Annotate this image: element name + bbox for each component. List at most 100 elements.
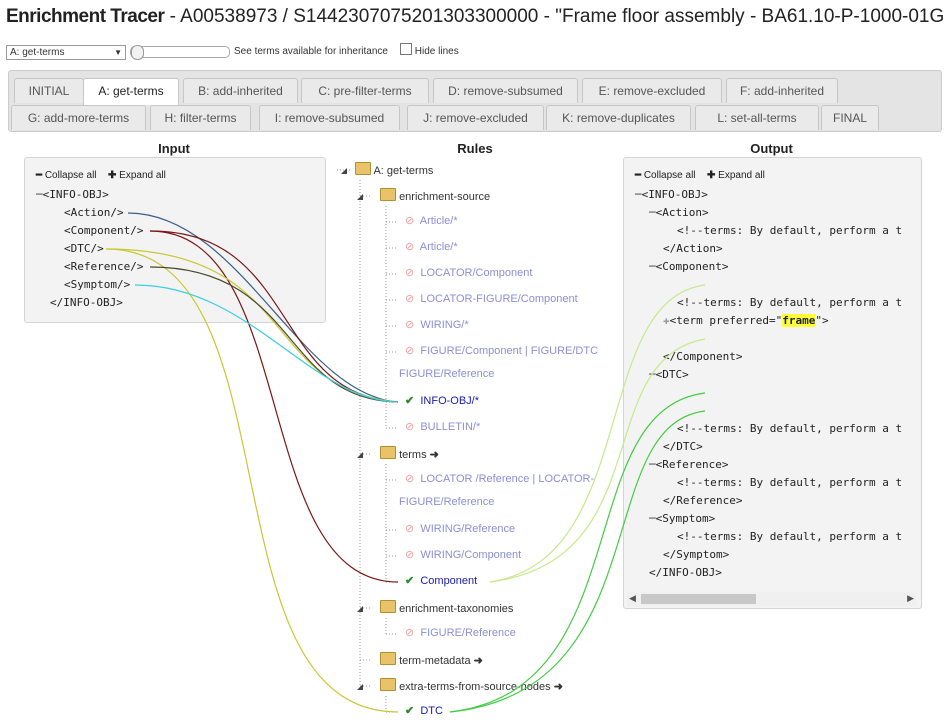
folder-icon (380, 678, 396, 691)
tab-pre-filter-terms[interactable]: C: pre-filter-terms (301, 78, 429, 103)
tab-add-more-terms[interactable]: G: add-more-terms (11, 105, 146, 130)
input-node-component[interactable]: <Component/> (64, 224, 144, 237)
tab-set-all-terms[interactable]: L: set-all-terms (695, 105, 819, 130)
input-expand-all[interactable]: ✚ Expand all (108, 170, 166, 181)
rule-item[interactable]: ⊘ Article/* (405, 240, 458, 253)
tab-remove-excluded-e[interactable]: E: remove-excluded (582, 78, 722, 103)
step-select[interactable]: A: get-terms▼ (6, 45, 126, 60)
node-text: <Action> (655, 206, 709, 219)
rule-label: INFO-OBJ/* (420, 395, 480, 407)
no-entry-icon: ⊘ (405, 241, 415, 253)
rule-label: Article/* (419, 215, 458, 227)
no-entry-icon: ⊘ (405, 267, 415, 279)
arrow-right-icon: ➜ (473, 655, 483, 667)
rule-label-continued[interactable]: FIGURE/Reference (399, 368, 495, 380)
arrow-right-icon: ➜ (429, 449, 439, 461)
page-title: Enrichment Tracer - A00538973 / S1442307… (6, 6, 944, 28)
document-subtitle: - A00538973 / S1442307075201303300000 - … (164, 6, 944, 27)
rule-item[interactable]: ⊘ LOCATOR /Reference | LOCATOR- (405, 472, 594, 485)
collapse-toggle-icon[interactable]: ━ (649, 206, 656, 219)
rule-item-applied[interactable]: ✔ DTC (405, 704, 443, 717)
tab-add-inherited-f[interactable]: F: add-inherited (726, 78, 838, 103)
tab-remove-excluded-j[interactable]: J: remove-excluded (407, 105, 544, 130)
no-entry-icon: ⊘ (405, 319, 415, 331)
output-collapse-all[interactable]: ━ Collapse all (635, 170, 696, 181)
rule-item[interactable]: ⊘ WIRING/Component (405, 548, 521, 561)
rules-group-enrichment-source[interactable]: enrichment-source (380, 188, 490, 203)
hide-lines-checkbox[interactable] (400, 43, 412, 55)
arrow-right-icon: ➜ (553, 681, 563, 693)
rule-item-applied[interactable]: ✔ Component (405, 574, 477, 587)
tab-filter-terms[interactable]: H: filter-terms (150, 105, 251, 130)
minus-icon: ━ (36, 170, 43, 181)
folder-icon (380, 446, 396, 459)
rule-item[interactable]: ⊘ LOCATOR-FIGURE/Component (405, 292, 578, 305)
expand-all-label: Expand all (119, 170, 166, 181)
rule-label: LOCATOR-FIGURE/Component (420, 293, 578, 305)
rules-group-extra-terms[interactable]: extra-terms-from-source-nodes ➜ (380, 678, 563, 693)
no-entry-icon: ⊘ (405, 421, 415, 433)
hide-lines-label: Hide lines (414, 46, 459, 57)
tab-final[interactable]: FINAL (821, 105, 879, 130)
output-expand-all[interactable]: ✚ Expand all (707, 170, 765, 181)
output-node-info-obj[interactable]: ━<INFO-OBJ> (635, 188, 708, 201)
rules-group-terms[interactable]: terms ➜ (380, 446, 439, 461)
no-entry-icon: ⊘ (405, 627, 415, 639)
folder-icon (380, 188, 396, 201)
rule-label: FIGURE/Component | FIGURE/DTC (420, 345, 599, 357)
input-node-info-obj[interactable]: ━<INFO-OBJ> (36, 188, 109, 201)
rule-item[interactable]: ⊘ FIGURE/Component | FIGURE/DTC (405, 344, 598, 357)
input-node-dtc[interactable]: <DTC/> (64, 242, 104, 255)
no-entry-icon: ⊘ (405, 473, 415, 485)
collapse-toggle-icon[interactable]: ━ (36, 188, 43, 201)
tab-remove-subsumed-i[interactable]: I: remove-subsumed (259, 105, 400, 130)
input-node-info-obj-close[interactable]: </INFO-OBJ> (50, 296, 123, 309)
step-tabs: INITIAL A: get-terms B: add-inherited C:… (8, 70, 942, 132)
rules-group-enrichment-taxonomies[interactable]: enrichment-taxonomies (380, 600, 513, 615)
rules-root-label: A: get-terms (373, 165, 434, 177)
group-label: enrichment-taxonomies (399, 603, 514, 615)
rule-item[interactable]: ⊘ WIRING/Reference (405, 522, 515, 535)
slider-handle[interactable] (131, 45, 144, 60)
rule-item[interactable]: ⊘ BULLETIN/* (405, 420, 480, 433)
tab-get-terms[interactable]: A: get-terms (83, 78, 179, 105)
app-name: Enrichment Tracer (6, 6, 165, 27)
output-comment: <!--terms: By default, perform a t (677, 224, 903, 237)
step-slider[interactable] (130, 45, 230, 60)
collapse-all-label: Collapse all (44, 170, 97, 181)
rules-root[interactable]: A: get-terms (355, 162, 433, 177)
rule-item[interactable]: ⊘ Article/* (405, 214, 458, 227)
output-node-action[interactable]: ━<Action> (649, 206, 709, 219)
tab-remove-subsumed-d[interactable]: D: remove-subsumed (433, 78, 578, 103)
no-entry-icon: ⊘ (405, 293, 415, 305)
rule-label-continued[interactable]: FIGURE/Reference (399, 496, 495, 508)
checkmark-icon: ✔ (405, 705, 415, 717)
output-node-component[interactable]: ━<Component> (649, 260, 728, 273)
input-collapse-all[interactable]: ━ Collapse all (36, 170, 97, 181)
tab-remove-duplicates[interactable]: K: remove-duplicates (546, 105, 691, 130)
plus-icon: ✚ (108, 170, 117, 181)
rule-item[interactable]: ⊘ LOCATOR/Component (405, 266, 532, 279)
collapse-toggle-icon[interactable]: ━ (635, 188, 642, 201)
scroll-right-icon[interactable]: ▶ (907, 593, 914, 603)
rule-item-applied[interactable]: ✔ INFO-OBJ/* (405, 394, 479, 407)
input-node-action[interactable]: <Action/> (64, 206, 124, 219)
input-heading: Input (158, 141, 190, 156)
folder-icon (380, 652, 396, 665)
rule-label: LOCATOR/Component (420, 267, 533, 279)
rule-item[interactable]: ⊘ FIGURE/Reference (405, 626, 516, 639)
rule-label: WIRING/* (420, 319, 469, 331)
minus-icon: ━ (635, 170, 642, 181)
rules-group-term-metadata[interactable]: term-metadata ➜ (380, 652, 483, 667)
collapse-toggle-icon[interactable]: ━ (649, 260, 656, 273)
no-entry-icon: ⊘ (405, 215, 415, 227)
tab-add-inherited-b[interactable]: B: add-inherited (183, 78, 298, 103)
inherit-label[interactable]: See terms available for inheritance (234, 46, 388, 57)
rule-item[interactable]: ⊘ WIRING/* (405, 318, 469, 331)
chevron-down-icon: ▼ (114, 48, 122, 57)
collapse-all-label: Collapse all (643, 170, 696, 181)
term-highlight: frame (782, 314, 816, 327)
node-text: <INFO-OBJ> (42, 188, 109, 201)
hide-lines-control[interactable]: Hide lines (400, 43, 459, 57)
